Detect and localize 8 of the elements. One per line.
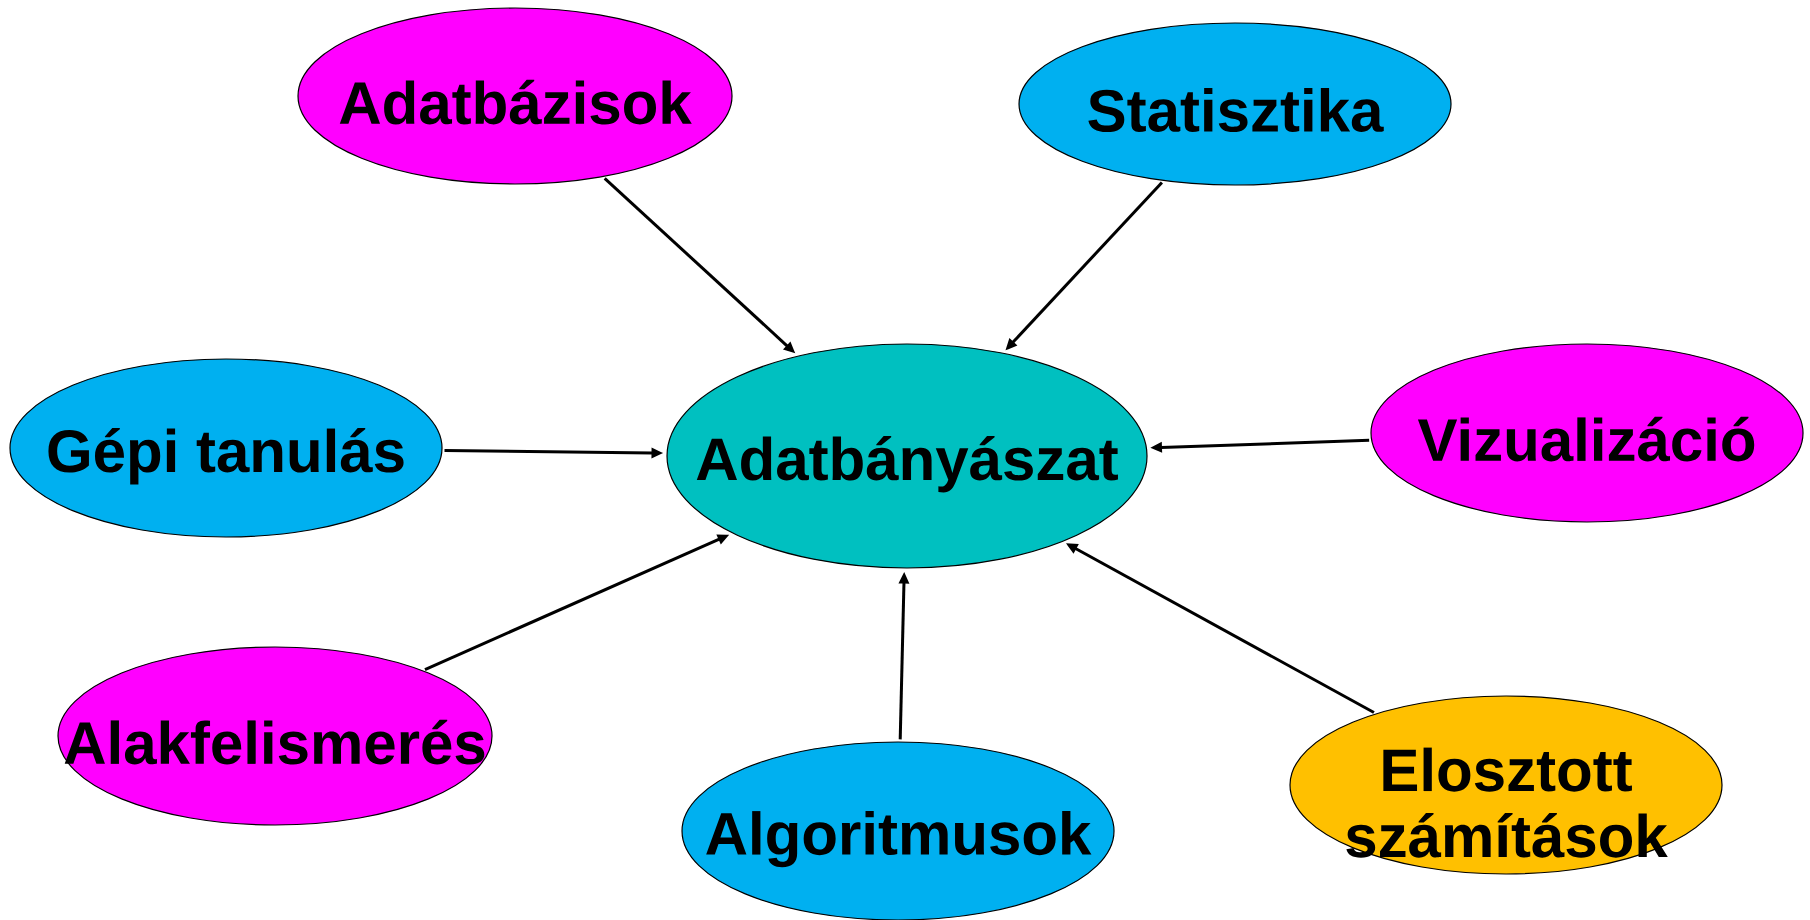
ellipse-node: Alakfelismerés bbox=[57, 646, 493, 826]
ellipse-node: Adatbázisok bbox=[297, 7, 733, 185]
ellipse-node: Statisztika bbox=[1018, 22, 1452, 186]
ellipse-node: Vizualizáció bbox=[1370, 343, 1804, 523]
ellipse-node: Elosztott számítások bbox=[1289, 695, 1723, 875]
ellipse-node: Algoritmusok bbox=[681, 741, 1115, 920]
ellipse-node: Gépi tanulás bbox=[9, 358, 443, 538]
ellipse-node: Adatbányászat bbox=[666, 343, 1148, 569]
